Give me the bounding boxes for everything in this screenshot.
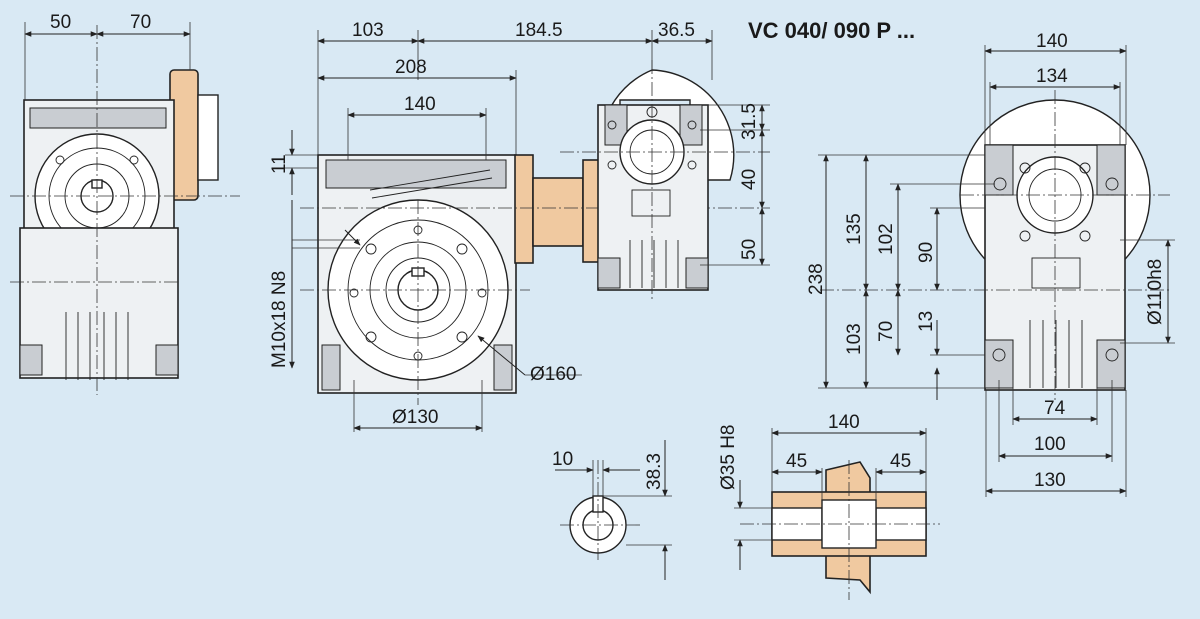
dim-key-38-3: 38.3: [644, 453, 665, 490]
dim-shaft-bore: Ø35 H8: [718, 425, 739, 490]
dim-right-135: 135: [844, 213, 865, 245]
dim-right-103: 103: [844, 323, 865, 355]
dim-right-100: 100: [1034, 434, 1066, 455]
dim-front-140: 140: [404, 94, 436, 115]
dim-front-36-5: 36.5: [658, 20, 695, 41]
dim-left-50: 50: [50, 12, 71, 33]
dim-shaft-140: 140: [828, 412, 860, 433]
dim-right-238: 238: [806, 263, 827, 295]
dim-right-70: 70: [876, 321, 897, 342]
dim-adapter-31-5: 31.5: [739, 103, 760, 140]
dim-shaft-45-right: 45: [890, 451, 911, 472]
left-side-view: 50 70: [10, 12, 240, 395]
dim-front-thread: M10x18 N8: [269, 271, 290, 368]
dim-front-11: 11: [269, 154, 290, 174]
front-view: 103 184.5 36.5 208 140 11 M10x18 N8 Ø160…: [269, 20, 770, 432]
dim-adapter-50: 50: [739, 239, 760, 260]
hollow-shaft-section: 140 45 45 Ø35 H8: [718, 412, 940, 600]
dim-front-dia130: Ø130: [392, 407, 438, 428]
dim-adapter-40: 40: [739, 169, 760, 190]
adapter-view: 31.5 40 50: [560, 60, 770, 300]
dim-front-208: 208: [395, 57, 427, 78]
dim-right-130: 130: [1034, 470, 1066, 491]
dim-front-103: 103: [352, 20, 384, 41]
drawing-title: VC 040/ 090 P ...: [748, 18, 915, 43]
dim-shaft-45-left: 45: [786, 451, 807, 472]
key-section: 10 38.3: [552, 440, 672, 580]
dim-left-70: 70: [130, 12, 151, 33]
dim-right-74: 74: [1044, 398, 1066, 419]
dim-right-102: 102: [876, 223, 897, 255]
dim-right-13: 13: [916, 311, 937, 332]
dim-key-10: 10: [552, 449, 573, 470]
dim-right-134: 134: [1036, 66, 1068, 87]
right-side-view: 140 134 238 135 103 102 70 90 13 Ø110h8: [806, 31, 1175, 497]
dim-right-90: 90: [916, 242, 937, 263]
dim-right-dia110: Ø110h8: [1145, 259, 1166, 325]
dim-front-dia160: Ø160: [530, 364, 576, 385]
dim-front-184-5: 184.5: [515, 20, 563, 41]
dim-right-140: 140: [1036, 31, 1068, 52]
